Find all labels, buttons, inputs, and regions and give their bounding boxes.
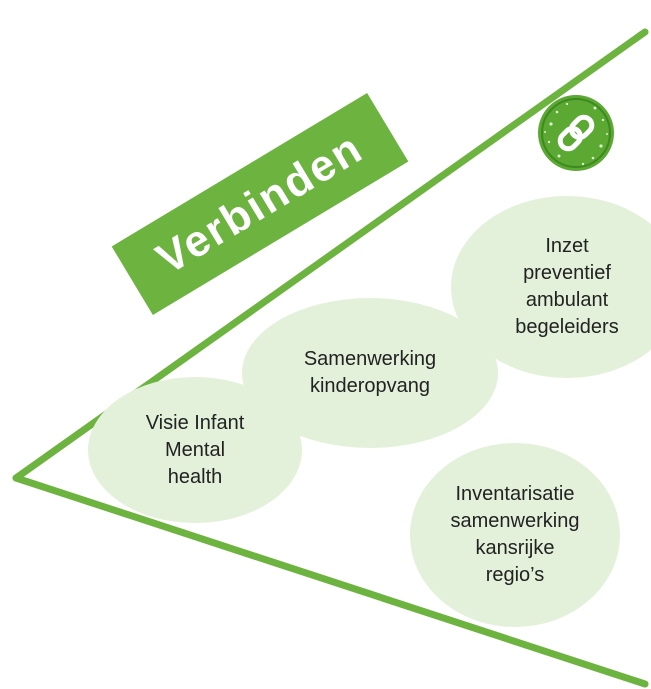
bubble-samenwerking-kinderopvang: Samenwerking kinderopvang (242, 298, 498, 448)
bubble-inzet-preventief-ambulant-begeleiders: Inzet preventief ambulant begeleiders (451, 196, 651, 378)
bubble-inventarisatie-samenwerking-kansrijke-regios: Inventarisatie samenwerking kansrijke re… (410, 443, 620, 627)
lower-wedge-line (12, 474, 649, 688)
chain-link-icon (538, 95, 614, 171)
